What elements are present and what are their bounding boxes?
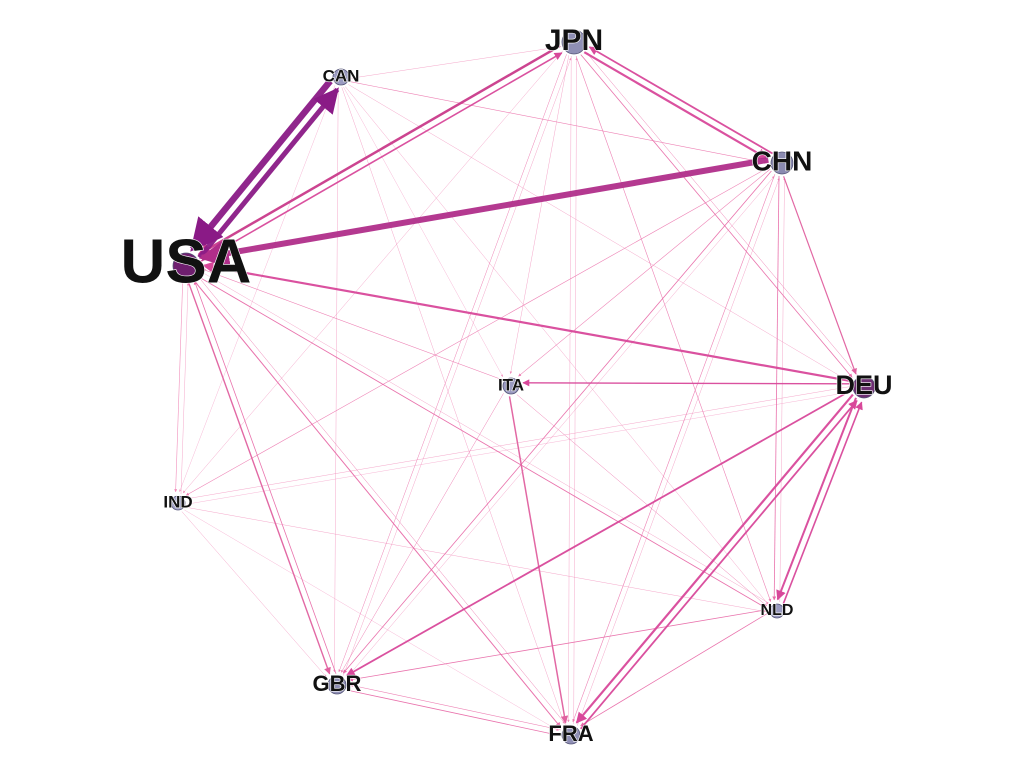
edge-ind-to-gbr [181,511,327,678]
edge-deu-to-fra [575,393,854,724]
node-label-chn: CHN [752,145,813,176]
edge-jpn-to-nld [575,55,772,602]
node-deu [852,375,876,399]
edge-usa-to-jpn [200,52,563,263]
edge-nld-to-usa [201,271,771,605]
edge-gbr-to-jpn [343,57,572,676]
edge-can-to-usa [189,79,333,252]
edge-can-to-ind [179,85,336,493]
node-label-deu: DEU [835,370,892,400]
edge-usa-to-nld [197,275,767,609]
node-label-nld: NLD [761,602,794,619]
node-label-ind: IND [163,492,192,511]
edge-fra-to-gbr [350,684,561,731]
node-ita [502,377,520,395]
edge-chn-to-deu [783,176,857,375]
edge-usa-to-gbr [187,280,331,675]
node-label-gbr: GBR [313,671,362,696]
edge-jpn-to-usa [197,44,561,256]
edge-nld-to-fra [580,612,769,727]
node-nld [769,603,785,619]
node-fra [561,725,581,745]
node-can [332,68,350,86]
edge-fra-to-jpn [573,57,578,725]
node-label-ita: ITA [498,375,524,394]
edge-gbr-to-chn [346,176,775,679]
edge-ind-to-nld [186,507,766,613]
edge-chn-to-fra [572,174,776,723]
edge-nld-to-chn [779,177,786,603]
edge-can-to-fra [341,87,565,724]
edge-chn-to-jpn [588,46,773,155]
nodes-layer [170,29,876,745]
edge-deu-to-usa [202,261,852,383]
node-chn [770,151,794,175]
edge-jpn-to-chn [583,51,769,160]
edge-ind-to-usa [180,282,190,495]
edge-deu-to-ind [188,386,851,500]
edge-chn-to-nld [772,175,780,601]
edge-usa-to-fra [192,279,561,728]
edge-can-to-gbr [333,86,339,673]
edge-deu-to-jpn [586,52,858,376]
edge-jpn-to-fra [567,55,572,723]
node-jpn [561,29,587,55]
edge-can-to-chn [350,81,767,164]
edge-usa-to-ind [174,280,183,493]
edge-can-to-jpn [351,46,559,79]
edge-can-to-nld [345,86,769,605]
edge-ita-to-gbr [340,393,504,673]
edge-gbr-to-fra [347,689,559,737]
edge-chn-to-gbr [342,170,772,674]
node-label-usa: USA [121,227,252,296]
edge-nld-to-deu [782,401,863,605]
edge-deu-to-ita [522,379,852,387]
edge-fra-to-deu [580,400,858,730]
edge-deu-to-gbr [345,389,852,677]
edge-fra-to-chn [577,177,780,726]
edges-layer [174,44,863,737]
edge-jpn-to-deu [580,54,853,378]
node-label-jpn: JPN [545,24,603,57]
edge-jpn-to-ita [509,55,570,374]
edge-fra-to-usa [198,277,567,725]
edge-ita-to-fra [508,396,569,724]
edge-gbr-to-usa [193,280,337,674]
edge-chn-to-ita [518,168,771,377]
edge-deu-to-nld [776,397,857,601]
node-usa [172,252,200,280]
edge-ita-to-usa [202,268,503,381]
edge-ita-to-nld [516,394,767,607]
edge-can-to-ita [343,86,504,378]
node-gbr [327,675,347,695]
labels-layer: USA JPN CAN CHN DEU ITA IND NLD GBR FRA [120,23,893,746]
edge-nld-to-gbr [348,609,768,682]
edge-chn-to-usa [198,156,769,268]
edge-jpn-to-gbr [338,54,567,673]
node-ind [170,495,186,511]
node-label-can: CAN [323,66,360,85]
edge-chn-to-ind [185,166,770,496]
edge-can-to-deu [348,84,850,382]
edge-jpn-to-ind [182,50,563,494]
node-label-fra: FRA [548,721,593,746]
